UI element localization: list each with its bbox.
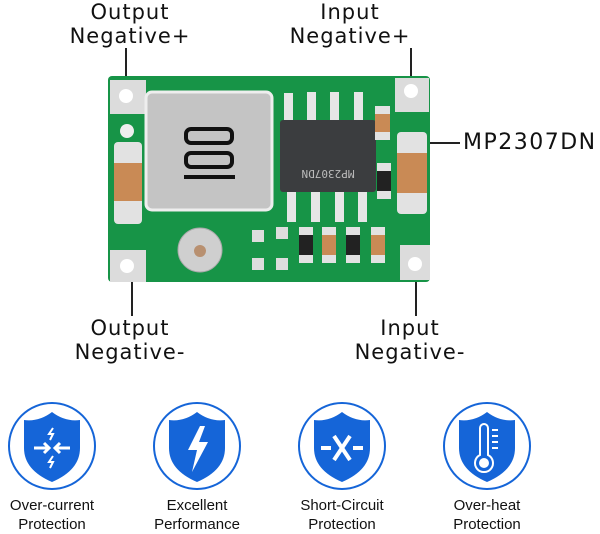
smd-resistors	[252, 163, 391, 270]
chip-pins	[284, 92, 367, 222]
label-bottom-left: Output Negative-	[74, 316, 186, 364]
arrows-converge-icon	[8, 402, 96, 490]
led	[120, 124, 134, 138]
thermometer-icon	[443, 402, 531, 490]
label-bottom-right: Input Negative-	[354, 316, 466, 364]
mount-hole	[119, 89, 133, 103]
pcb-module-illustration: MP2307DN	[108, 48, 460, 316]
inductor-marking	[184, 127, 235, 179]
lightning-icon	[153, 402, 241, 490]
mount-hole	[408, 257, 422, 271]
chip-marking: MP2307DN	[302, 167, 355, 180]
label-top-right: Input Negative+	[289, 0, 411, 48]
mp2307dn-chip	[280, 120, 376, 192]
short-circuit-x-icon	[298, 402, 386, 490]
label-top-left: Output Negative+	[69, 0, 191, 48]
mount-hole	[404, 84, 418, 98]
capacitors	[114, 106, 427, 224]
mount-hole	[120, 259, 134, 273]
label-chip: MP2307DN	[463, 130, 597, 155]
